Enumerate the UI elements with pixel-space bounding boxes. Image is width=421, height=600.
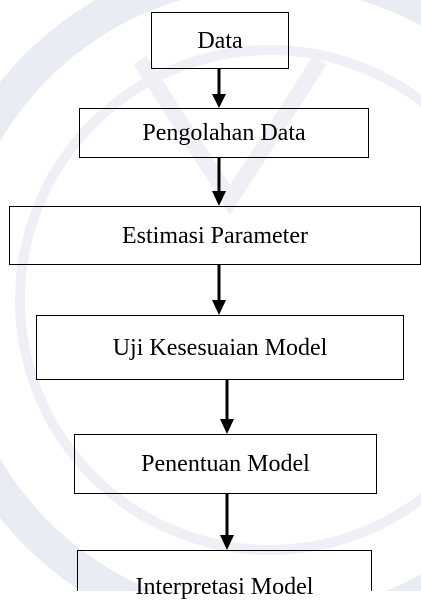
arrow-4 (220, 380, 234, 434)
step-penentuan-model: Penentuan Model (74, 434, 377, 494)
step-uji-kesesuaian-model: Uji Kesesuaian Model (36, 315, 404, 380)
step-pengolahan-data: Pengolahan Data (79, 108, 369, 158)
step-interpretasi-model: Interpretasi Model (77, 550, 372, 599)
arrow-1 (212, 69, 226, 108)
step-label: Data (197, 27, 243, 54)
step-data: Data (151, 12, 289, 69)
step-label: Uji Kesesuaian Model (112, 334, 328, 361)
arrow-3 (212, 265, 226, 315)
arrow-5 (220, 494, 234, 550)
step-label: Interpretasi Model (135, 574, 314, 600)
step-label: Pengolahan Data (142, 120, 306, 146)
step-label: Penentuan Model (141, 451, 310, 477)
step-estimasi-parameter: Estimasi Parameter (9, 206, 421, 265)
arrow-2 (212, 158, 226, 206)
step-label: Estimasi Parameter (122, 222, 308, 249)
